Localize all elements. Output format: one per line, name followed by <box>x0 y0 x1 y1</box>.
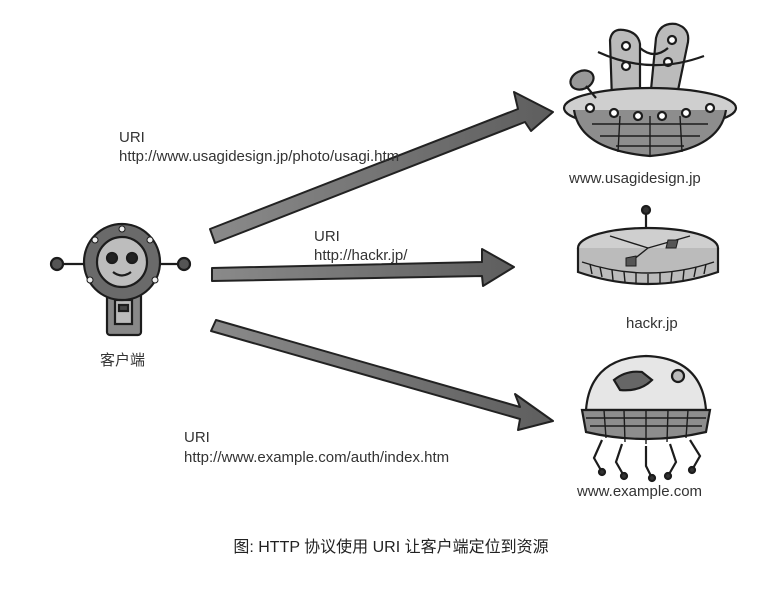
figure-caption: 图: HTTP 协议使用 URI 让客户端定位到资源 <box>233 539 549 556</box>
server-label-hackr: hackr.jp <box>626 315 678 332</box>
flying-saucer-icon <box>576 204 720 286</box>
arrow-to-usagidesign <box>209 91 554 244</box>
rabbit-ufo-icon <box>562 22 738 158</box>
client-label: 客户端 <box>100 352 146 369</box>
uri-value-3: http://www.example.com/auth/index.htm <box>184 449 450 466</box>
uri-label-3: URI <box>184 429 210 446</box>
client-robot-icon <box>49 222 192 337</box>
uri-label-2: URI <box>314 228 340 245</box>
jellyfish-ufo-icon <box>580 354 712 483</box>
arrow-to-hackr <box>211 248 515 287</box>
uri-value-1: http://www.usagidesign.jp/photo/usagi.ht… <box>119 148 400 165</box>
arrow-to-example <box>210 319 554 431</box>
server-label-usagidesign: www.usagidesign.jp <box>569 170 701 187</box>
server-label-example: www.example.com <box>577 483 703 500</box>
uri-label-1: URI <box>119 129 145 146</box>
uri-value-2: http://hackr.jp/ <box>314 247 408 264</box>
